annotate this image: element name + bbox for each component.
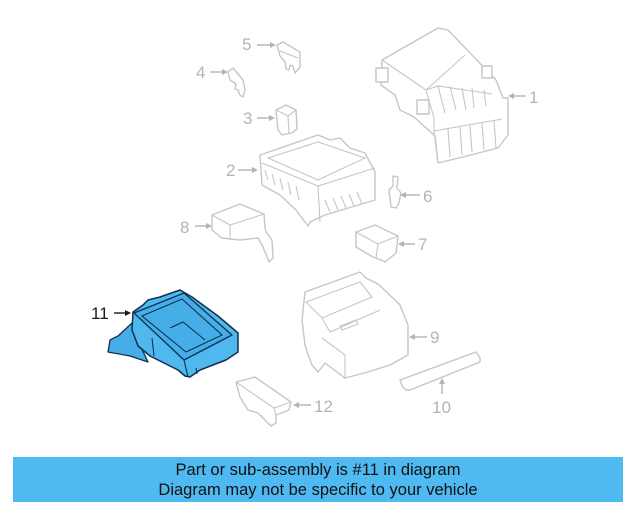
part-5-fuse[interactable] [276, 41, 301, 74]
svg-text:8: 8 [180, 218, 189, 237]
part-12-holder[interactable] [235, 376, 292, 427]
callout-3: 3 [243, 109, 275, 128]
svg-text:6: 6 [423, 187, 432, 206]
part-3-relay[interactable] [275, 104, 298, 136]
part-7-relay[interactable] [355, 224, 399, 263]
svg-text:3: 3 [243, 109, 252, 128]
callout-11: 11 [91, 304, 131, 323]
svg-text:4: 4 [196, 63, 205, 82]
part-1-cover[interactable] [375, 27, 509, 164]
svg-text:1: 1 [529, 88, 538, 107]
part-6-fuse[interactable] [388, 175, 402, 209]
callout-7: 7 [398, 235, 427, 254]
part-9-bracket[interactable] [301, 271, 409, 379]
callout-6: 6 [400, 187, 432, 206]
svg-text:7: 7 [418, 235, 427, 254]
banner-line-disclaimer: Diagram may not be specific to your vehi… [158, 481, 478, 499]
callout-5: 5 [242, 35, 276, 54]
svg-text:2: 2 [226, 161, 235, 180]
svg-text:9: 9 [430, 328, 439, 347]
svg-text:10: 10 [432, 398, 451, 417]
part-2-fuse-block[interactable] [259, 134, 376, 227]
callout-8: 8 [180, 218, 212, 237]
callout-2: 2 [226, 161, 258, 180]
svg-text:12: 12 [314, 397, 333, 416]
callout-10: 10 [432, 378, 451, 417]
callout-1: 1 [508, 88, 538, 107]
part-4-fuse[interactable] [227, 67, 246, 98]
callout-4: 4 [196, 63, 228, 82]
callout-9: 9 [409, 328, 439, 347]
svg-text:11: 11 [91, 304, 109, 323]
banner-line-part-number: Part or sub-assembly is #11 in diagram [175, 461, 461, 479]
info-banner: Part or sub-assembly is #11 in diagram D… [13, 457, 623, 502]
svg-text:5: 5 [242, 35, 251, 54]
part-11-tray-highlighted[interactable] [107, 289, 239, 378]
part-8-connector[interactable] [211, 203, 274, 263]
parts-diagram: 1 2 3 4 5 [91, 27, 538, 427]
part-10-rail[interactable] [399, 351, 481, 391]
callout-12: 12 [293, 397, 333, 416]
